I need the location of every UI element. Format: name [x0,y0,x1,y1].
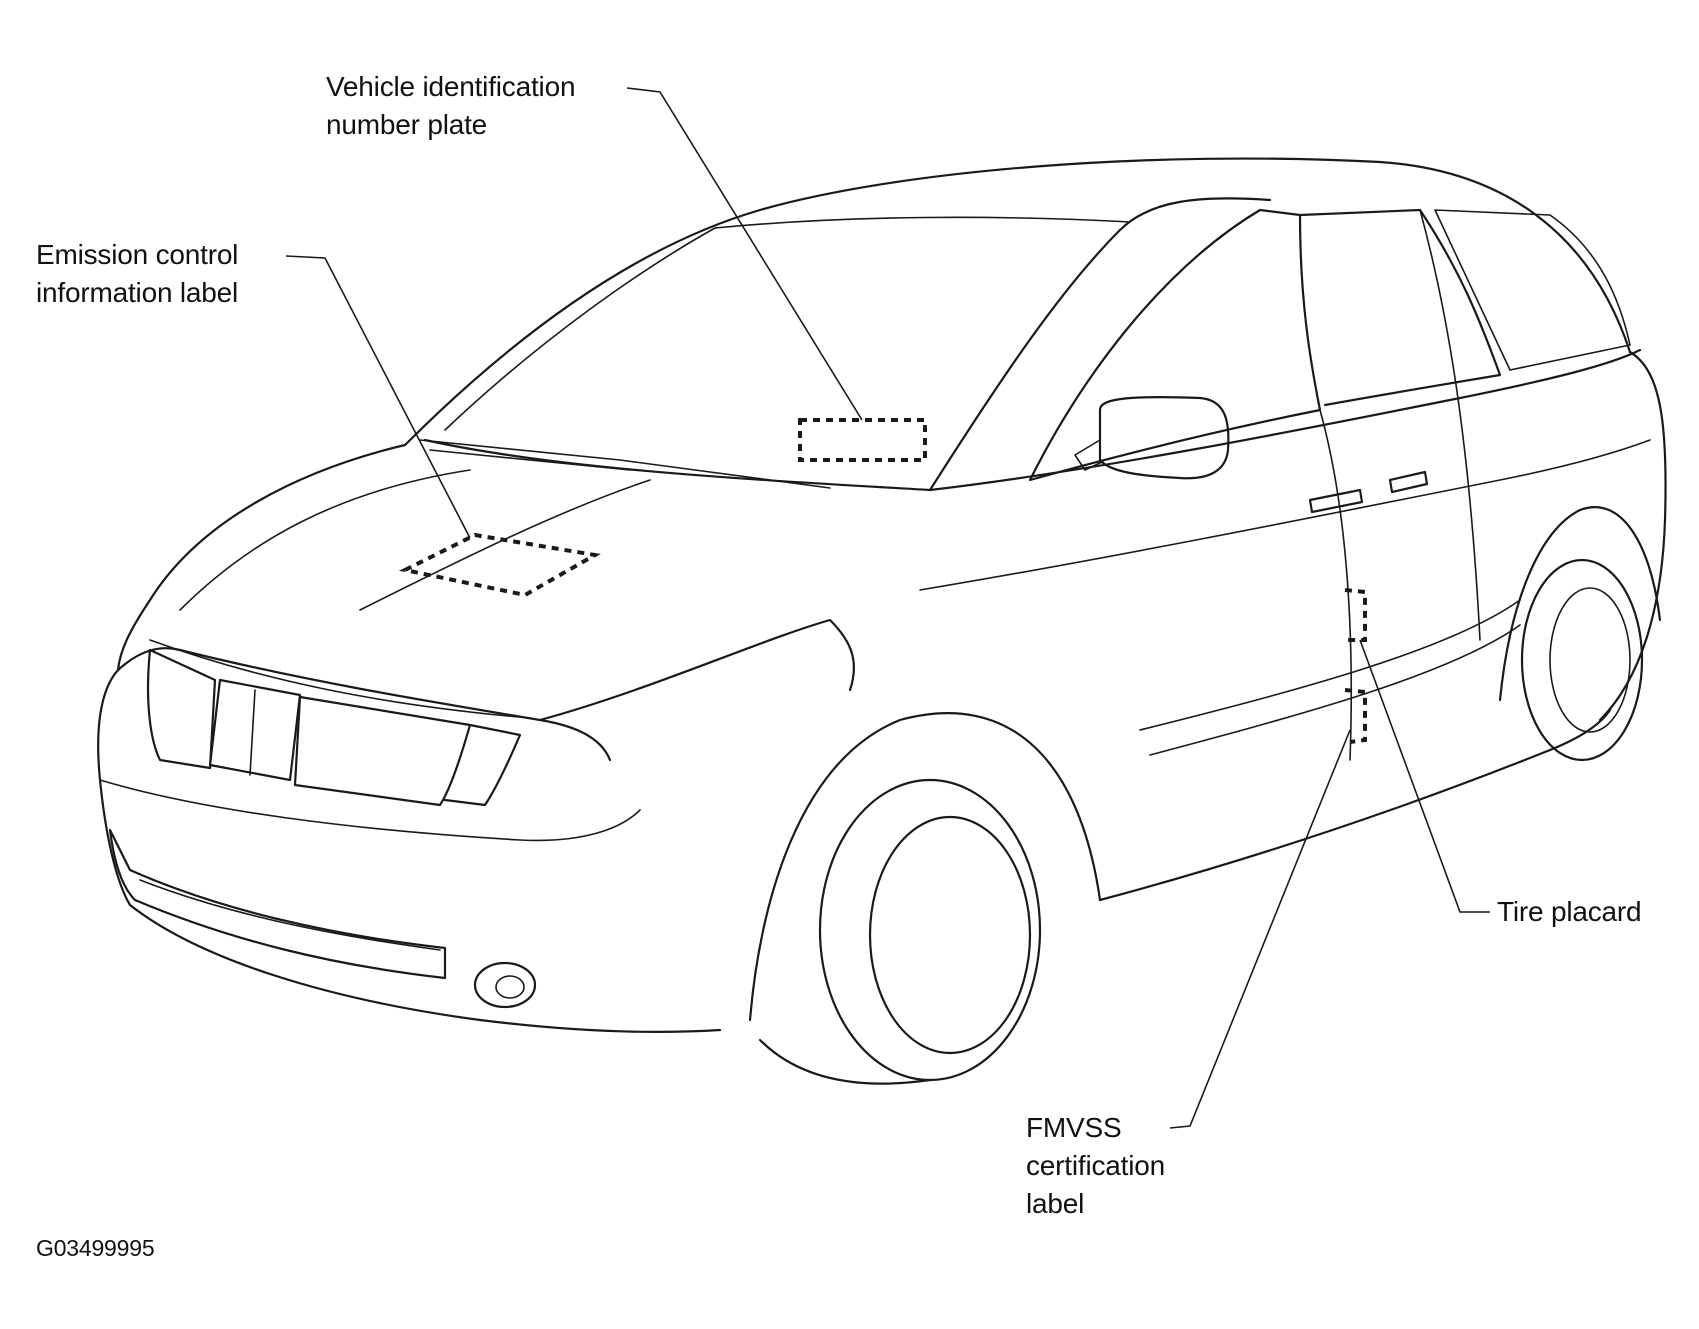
front-fender [538,618,855,722]
fmvss-callout-line3: label [1026,1188,1085,1219]
front-tire [818,778,1042,1082]
emission-leader-line [285,255,471,539]
wiper [419,439,831,489]
fmvss-label-callout: FMVSS certification label [1026,1109,1165,1223]
rear-door-handle [1388,470,1429,494]
tire-leader-line [1359,639,1490,913]
emission-callout-line2: information label [36,277,239,308]
roof-line [403,157,1632,447]
hood-outline [116,443,407,672]
rear-wheel-arch [1498,506,1662,702]
leader-lines [285,87,1490,1129]
tire-callout-line1: Tire placard [1497,896,1642,927]
grille [208,678,302,782]
front-rim [868,815,1032,1055]
front-door-edge [1319,409,1353,761]
front-door-window [1028,208,1322,482]
tire-placard-callout: Tire placard [1497,893,1642,931]
headlight-right [293,695,472,807]
emission-label-callout: Emission control information label [36,236,238,312]
fog-lamp-inner [495,975,525,999]
car-illustration [97,157,1667,1085]
lower-intake-slot [139,879,441,951]
a-pillar [928,197,1272,492]
vin-plate-marker [798,418,927,462]
front-wheel-arch [748,712,1102,1022]
front-door-handle [1308,488,1364,514]
windshield-left [444,227,716,431]
fmvss-callout-line2: certification [1026,1150,1166,1181]
front-bumper [97,668,722,1034]
fmvss-callout-line1: FMVSS [1026,1112,1122,1143]
side-mirror [1098,396,1230,480]
windshield-top [714,216,1131,229]
side-molding [1139,599,1521,756]
vin-callout-line2: number plate [326,109,488,140]
rear-door-window [1298,208,1502,407]
fmvss-leader-line [1169,729,1351,1129]
grille-bar [249,689,256,776]
emission-callout-line1: Emission control [36,239,239,270]
mirror-mount [1074,439,1103,471]
rear-outline [1598,350,1667,722]
rear-rim [1549,587,1631,733]
body-side-crease [919,439,1651,591]
sliding-door-track [1419,209,1481,641]
hood-crease-right [359,479,651,611]
quarter-window [1434,209,1631,371]
rear-tire [1520,558,1644,762]
location-markers [398,418,1367,744]
rocker-panel [1098,708,1612,902]
emission-label-marker [398,532,601,598]
figure-code: G03499995 [36,1235,155,1261]
fog-lamp [473,961,537,1009]
front-tire-bottom [758,1038,932,1085]
windshield-base [423,438,932,492]
lower-intake [108,828,447,980]
front-fascia-top [116,647,612,762]
headlight-left [146,648,217,770]
vin-plate-callout: Vehicle identification number plate [326,68,576,144]
fmvss-label-marker [1344,688,1367,744]
vin-leader-line [626,87,863,421]
bumper-crease [99,779,641,842]
headlight-right-outer [443,723,522,807]
hood-crease-left [179,469,471,611]
hood-front-edge [149,639,531,719]
tire-placard-marker [1344,588,1367,642]
vin-callout-line1: Vehicle identification [326,71,576,102]
